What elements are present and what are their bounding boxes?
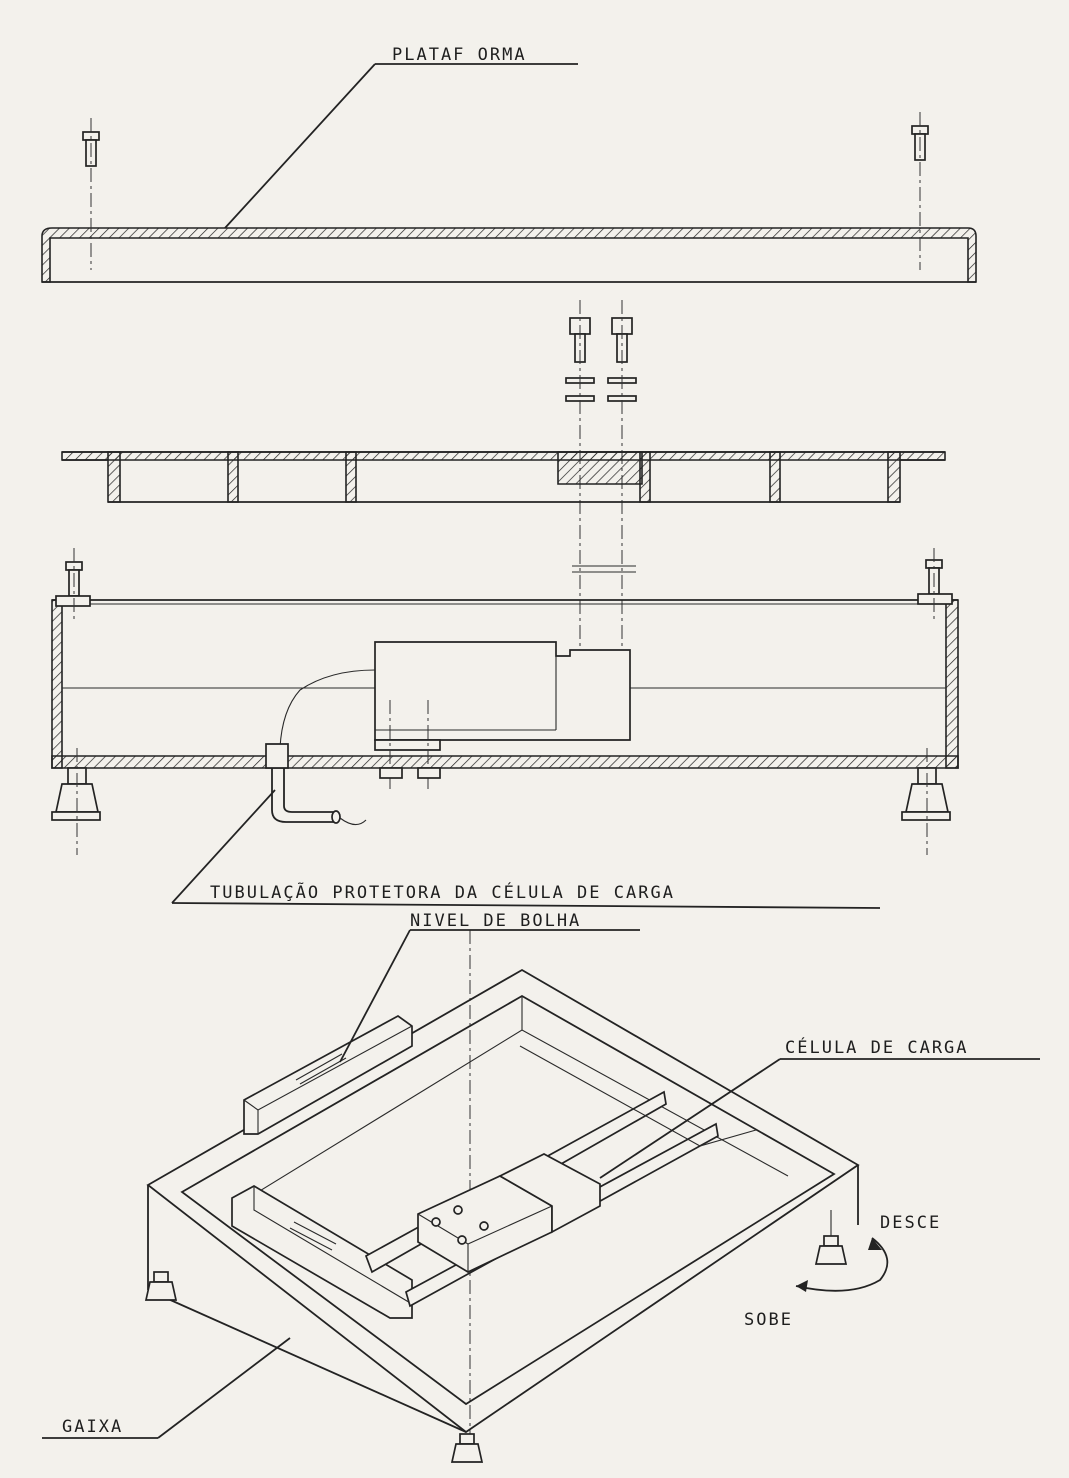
label-caixa: GAIXA — [62, 1417, 123, 1437]
top-post-right — [917, 548, 953, 620]
foot-right — [901, 748, 951, 855]
isometric-view — [42, 929, 1040, 1463]
load-cell-bolts — [565, 300, 637, 650]
label-plataforma: PLATAF ORMA — [392, 45, 527, 65]
iso-foot-left — [144, 1271, 178, 1301]
label-nivel-de-bolha: NIVEL DE BOLHA — [410, 911, 581, 931]
iso-foot-front — [450, 1433, 484, 1463]
top-post-left — [55, 548, 91, 620]
case-section — [51, 548, 959, 909]
foot-left — [51, 748, 101, 855]
bolt-left — [82, 118, 100, 270]
load-cell-section — [374, 641, 631, 790]
label-desce: DESCE — [880, 1213, 941, 1233]
label-tubulacao: TUBULAÇÃO PROTETORA DA CÉLULA DE CARGA — [210, 881, 675, 903]
label-sobe: SOBE — [744, 1310, 793, 1330]
sub-frame-section — [61, 451, 946, 503]
rotation-arrow-icon — [795, 1237, 889, 1292]
iso-foot-right — [814, 1210, 848, 1265]
label-celula-de-carga: CÉLULA DE CARGA — [785, 1036, 969, 1058]
platform-section — [41, 63, 977, 283]
bolt-right — [911, 112, 929, 270]
